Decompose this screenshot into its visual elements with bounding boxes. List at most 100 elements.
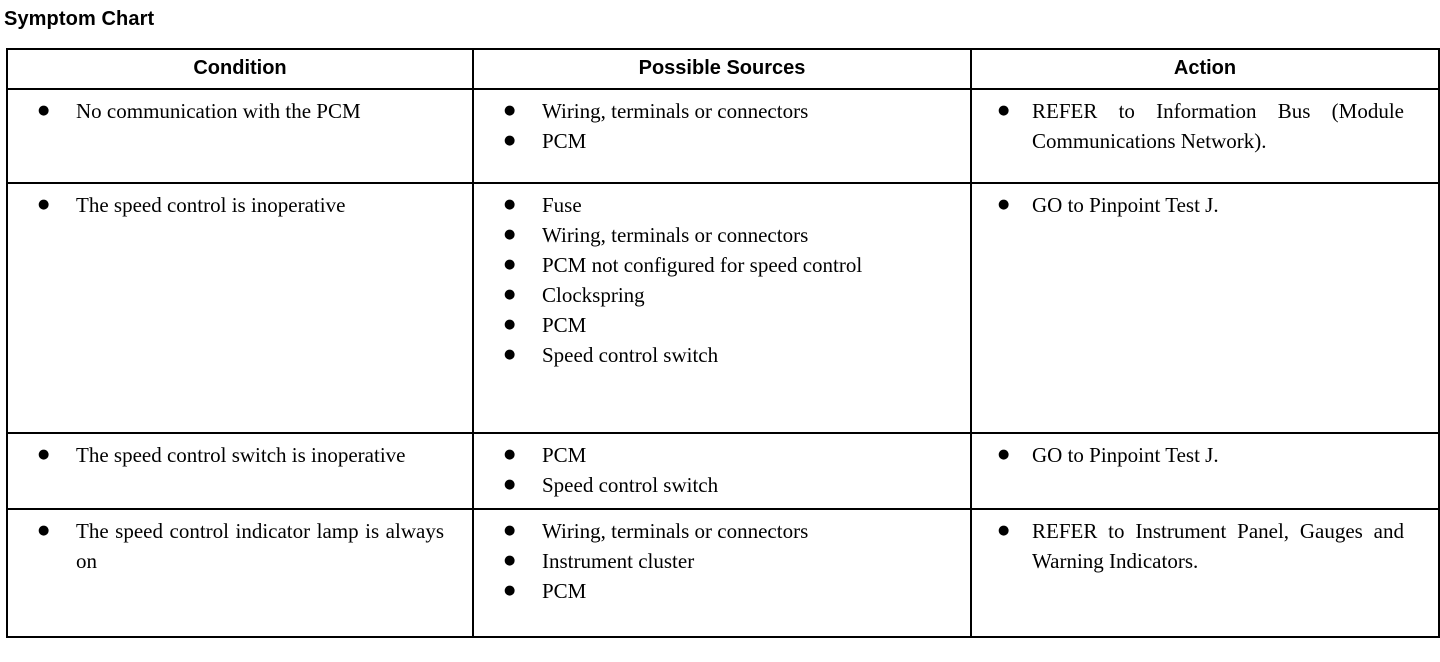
header-row: Condition Possible Sources Action (6, 48, 1440, 90)
bullet-list-condition: ● No communication with the PCM (14, 96, 466, 126)
bullet-list-action: ● REFER to Information Bus (Module Commu… (978, 96, 1432, 156)
list-item-text: Speed control switch (542, 473, 719, 497)
bullet-icon: ● (504, 227, 516, 242)
list-item-text: PCM (542, 579, 587, 603)
table-row: ● The speed control indicator lamp is al… (6, 508, 1440, 638)
list-item-text: The speed control switch is inoperative (76, 443, 406, 467)
list-item-text: REFER to Information Bus (Module Communi… (1032, 99, 1404, 153)
list-item: ● REFER to Instrument Panel, Gauges and … (978, 516, 1432, 576)
cell-possible-sources: ● Wiring, terminals or connectors ● Inst… (472, 508, 972, 638)
list-item: ● Wiring, terminals or connectors (480, 220, 964, 250)
cell-condition: ● The speed control is inoperative (6, 182, 474, 434)
bullet-list-sources: ● Fuse ● Wiring, terminals or connectors… (480, 190, 964, 370)
list-item: ● The speed control is inoperative (14, 190, 466, 220)
bullet-icon: ● (504, 103, 516, 118)
list-item-text: GO to Pinpoint Test J. (1032, 193, 1219, 217)
cell-action: ● GO to Pinpoint Test J. (970, 182, 1440, 434)
bullet-icon: ● (504, 197, 516, 212)
column-header-action: Action (970, 48, 1440, 90)
bullet-icon: ● (38, 447, 50, 462)
cell-possible-sources: ● Wiring, terminals or connectors ● PCM (472, 88, 972, 184)
bullet-icon: ● (38, 197, 50, 212)
table-row: ● The speed control is inoperative ● (6, 182, 1440, 434)
list-item: ● GO to Pinpoint Test J. (978, 440, 1432, 470)
list-item: ● Clockspring (480, 280, 964, 310)
bullet-icon: ● (504, 553, 516, 568)
list-item: ● Speed control switch (480, 340, 964, 370)
cell-possible-sources: ● PCM ● Speed control switch (472, 432, 972, 510)
table-row: ● No communication with the PCM ● (6, 88, 1440, 184)
bullet-list-action: ● GO to Pinpoint Test J. (978, 440, 1432, 470)
bullet-icon: ● (504, 257, 516, 272)
cell-possible-sources: ● Fuse ● Wiring, terminals or connectors… (472, 182, 972, 434)
list-item-text: The speed control indicator lamp is alwa… (76, 519, 444, 573)
bullet-icon: ● (504, 583, 516, 598)
list-item-text: Speed control switch (542, 343, 719, 367)
table-body: ● No communication with the PCM ● (6, 88, 1440, 638)
cell-condition: ● The speed control indicator lamp is al… (6, 508, 474, 638)
list-item: ● Fuse (480, 190, 964, 220)
list-item-text: The speed control is inoperative (76, 193, 346, 217)
list-item-text: Clockspring (542, 283, 645, 307)
list-item: ● PCM not configured for speed control (480, 250, 964, 280)
list-item-text: No communication with the PCM (76, 99, 361, 123)
symptom-chart-container: Condition Possible Sources Action ● No c… (6, 48, 1440, 638)
list-item-text: GO to Pinpoint Test J. (1032, 443, 1219, 467)
list-item: ● Speed control switch (480, 470, 964, 500)
bullet-list-condition: ● The speed control switch is inoperativ… (14, 440, 466, 470)
list-item-text: Fuse (542, 193, 582, 217)
list-item-text: PCM (542, 443, 587, 467)
cell-action: ● REFER to Instrument Panel, Gauges and … (970, 508, 1440, 638)
bullet-icon: ● (504, 133, 516, 148)
list-item: ● PCM (480, 310, 964, 340)
bullet-icon: ● (504, 447, 516, 462)
list-item: ● The speed control switch is inoperativ… (14, 440, 466, 470)
list-item-text: Wiring, terminals or connectors (542, 519, 809, 543)
bullet-icon: ● (998, 523, 1010, 538)
list-item: ● PCM (480, 440, 964, 470)
list-item: ● No communication with the PCM (14, 96, 466, 126)
column-header-condition: Condition (6, 48, 474, 90)
table-header: Condition Possible Sources Action (6, 48, 1440, 90)
bullet-list-condition: ● The speed control indicator lamp is al… (14, 516, 466, 576)
bullet-icon: ● (504, 287, 516, 302)
list-item: ● Wiring, terminals or connectors (480, 516, 964, 546)
cell-action: ● REFER to Information Bus (Module Commu… (970, 88, 1440, 184)
bullet-icon: ● (504, 523, 516, 538)
list-item: ● REFER to Information Bus (Module Commu… (978, 96, 1432, 156)
list-item-text: Wiring, terminals or connectors (542, 223, 809, 247)
bullet-list-condition: ● The speed control is inoperative (14, 190, 466, 220)
bullet-list-action: ● REFER to Instrument Panel, Gauges and … (978, 516, 1432, 576)
bullet-icon: ● (38, 523, 50, 538)
list-item: ● PCM (480, 126, 964, 156)
bullet-list-sources: ● Wiring, terminals or connectors ● PCM (480, 96, 964, 156)
bullet-icon: ● (504, 477, 516, 492)
table-row: ● The speed control switch is inoperativ… (6, 432, 1440, 510)
list-item-text: PCM not configured for speed control (542, 253, 863, 277)
symptom-chart-table: Condition Possible Sources Action ● No c… (6, 48, 1440, 638)
list-item: ● GO to Pinpoint Test J. (978, 190, 1432, 220)
bullet-icon: ● (998, 103, 1010, 118)
bullet-list-sources: ● Wiring, terminals or connectors ● Inst… (480, 516, 964, 606)
list-item: ● Instrument cluster (480, 546, 964, 576)
bullet-icon: ● (998, 197, 1010, 212)
bullet-icon: ● (38, 103, 50, 118)
list-item: ● The speed control indicator lamp is al… (14, 516, 466, 576)
list-item-text: Wiring, terminals or connectors (542, 99, 809, 123)
bullet-list-sources: ● PCM ● Speed control switch (480, 440, 964, 500)
bullet-icon: ● (504, 317, 516, 332)
bullet-icon: ● (504, 347, 516, 362)
list-item-text: PCM (542, 313, 587, 337)
cell-action: ● GO to Pinpoint Test J. (970, 432, 1440, 510)
bullet-list-action: ● GO to Pinpoint Test J. (978, 190, 1432, 220)
cell-condition: ● The speed control switch is inoperativ… (6, 432, 474, 510)
list-item-text: PCM (542, 129, 587, 153)
page-title: Symptom Chart (4, 8, 155, 30)
list-item-text: REFER to Instrument Panel, Gauges and Wa… (1032, 519, 1404, 573)
bullet-icon: ● (998, 447, 1010, 462)
list-item: ● PCM (480, 576, 964, 606)
column-header-possible-sources: Possible Sources (472, 48, 972, 90)
cell-condition: ● No communication with the PCM (6, 88, 474, 184)
list-item: ● Wiring, terminals or connectors (480, 96, 964, 126)
